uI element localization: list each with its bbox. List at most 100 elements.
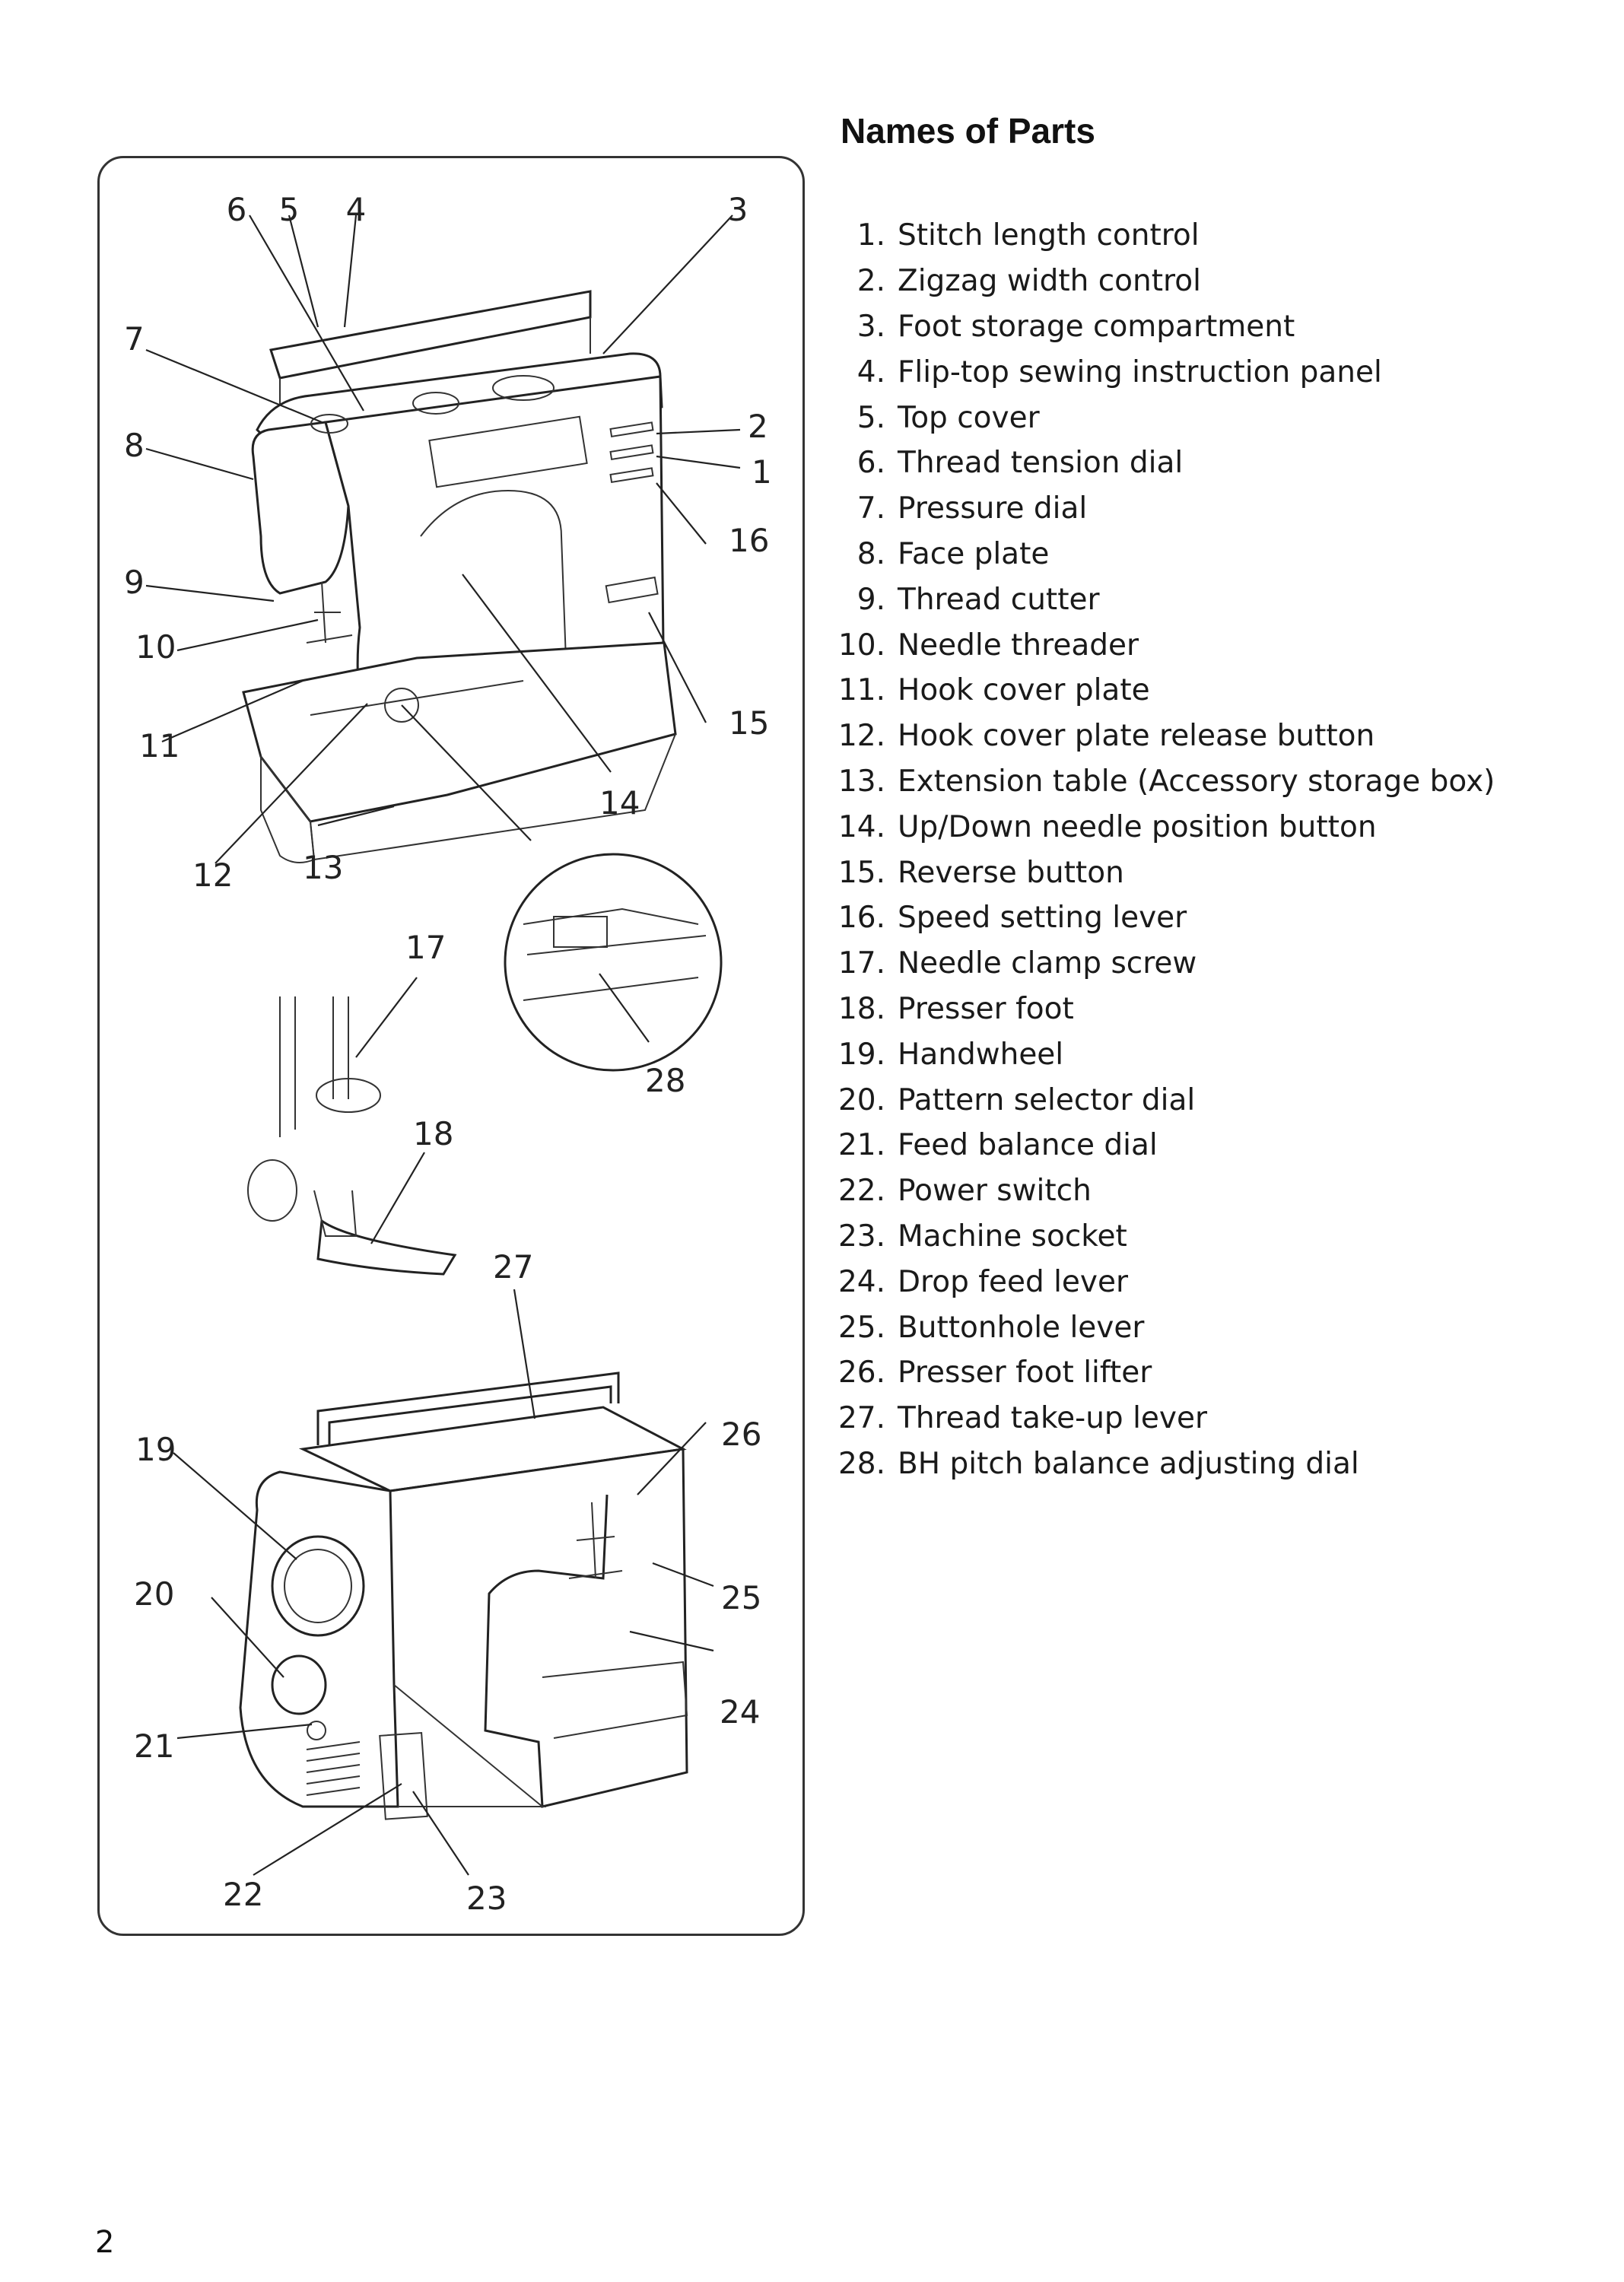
page-title: Names of Parts: [841, 111, 1095, 151]
list-item: 2. Zigzag width control: [835, 259, 1495, 304]
side-view-machine: [239, 1371, 688, 1820]
part-label: Thread cutter: [898, 582, 1100, 617]
list-item: 6.Thread tension dial: [835, 440, 1495, 486]
part-number: 24.: [837, 1264, 885, 1299]
list-item: 10.Needle threader: [835, 622, 1495, 668]
part-number: 11.: [837, 673, 885, 708]
illustration-frame: [97, 156, 805, 1936]
part-number: 17.: [837, 946, 885, 981]
part-label: Drop feed lever: [898, 1264, 1129, 1299]
callout-26: 26: [721, 1416, 761, 1453]
part-label: BH pitch balance adjusting dial: [898, 1446, 1359, 1481]
callout-11: 11: [139, 727, 180, 764]
callout-23: 23: [466, 1880, 507, 1917]
list-item: 24. Drop feed lever: [835, 1259, 1495, 1305]
callout-numbers: 4 5 6 3 7 8 9 10 11 12 13 14 15 16 2 1 1…: [124, 191, 772, 1917]
callout-17: 17: [405, 929, 446, 966]
leader-lines: [145, 215, 741, 1876]
part-label: Top cover: [898, 400, 1040, 435]
callout-15: 15: [729, 704, 769, 742]
callout-2: 2: [748, 408, 768, 445]
part-label: Hook cover plate: [898, 673, 1150, 708]
part-label: Hook cover plate release button: [898, 719, 1375, 754]
part-number: 22.: [837, 1174, 885, 1209]
part-number: 7.: [856, 491, 885, 526]
callout-8: 8: [124, 427, 145, 464]
part-label: Extension table (Accessory storage box): [898, 764, 1495, 799]
part-label: Zigzag width control: [898, 264, 1201, 299]
front-view-machine: [242, 290, 677, 863]
part-number: 15.: [837, 855, 885, 890]
part-label: Needle clamp screw: [898, 946, 1197, 981]
sewing-machine-illustration: 4 5 6 3 7 8 9 10 11 12 13 14 15 16 2 1 1…: [124, 191, 772, 1917]
part-label: Speed setting lever: [898, 901, 1187, 936]
list-item: 13. Extension table (Accessory storage bo…: [835, 759, 1495, 805]
part-number: 16.: [837, 901, 885, 936]
callout-5: 5: [279, 191, 300, 228]
part-number: 8.: [856, 536, 885, 571]
part-label: Stitch length control: [898, 218, 1200, 253]
list-item: 17. Needle clamp screw: [835, 941, 1495, 987]
callout-7: 7: [124, 320, 145, 358]
part-number: 27.: [837, 1401, 885, 1436]
callout-3: 3: [728, 191, 748, 228]
part-label: Thread take-up lever: [898, 1401, 1208, 1436]
list-item: 7. Pressure dial: [835, 486, 1495, 532]
part-label: Foot storage compartment: [898, 309, 1295, 344]
part-label: Feed balance dial: [898, 1128, 1158, 1163]
part-number: 6.: [856, 446, 885, 481]
callout-14: 14: [599, 784, 640, 822]
part-label: Face plate: [898, 536, 1050, 571]
part-label: Pressure dial: [898, 491, 1088, 526]
part-number: 13.: [837, 764, 885, 799]
list-item: 16. Speed setting lever: [835, 895, 1495, 941]
part-label: Up/Down needle position button: [898, 809, 1377, 844]
part-number: 23.: [837, 1219, 885, 1254]
callout-4: 4: [346, 191, 367, 228]
part-number: 19.: [837, 1037, 885, 1072]
part-label: Pattern selector dial: [898, 1082, 1196, 1117]
callout-24: 24: [720, 1693, 760, 1731]
part-number: 21.: [837, 1128, 885, 1163]
list-item: 5.Top cover: [835, 395, 1495, 440]
list-item: 25. Buttonhole lever: [835, 1305, 1495, 1350]
callout-13: 13: [303, 849, 343, 886]
callout-12: 12: [192, 857, 233, 894]
callout-16: 16: [729, 522, 769, 559]
part-number: 14.: [837, 809, 885, 844]
callout-19: 19: [135, 1431, 176, 1468]
bh-balance-inset: [504, 853, 723, 1072]
part-label: Reverse button: [898, 855, 1124, 890]
list-item: 9.Thread cutter: [835, 577, 1495, 622]
part-label: Buttonhole lever: [898, 1310, 1145, 1345]
part-number: 2.: [856, 264, 885, 299]
list-item: 4.Flip-top sewing instruction panel: [835, 349, 1495, 395]
list-item: 3.Foot storage compartment: [835, 304, 1495, 350]
callout-10: 10: [135, 628, 176, 666]
list-item: 21. Feed balance dial: [835, 1123, 1495, 1168]
callout-21: 21: [134, 1727, 174, 1765]
list-item: 22.Power switch: [835, 1168, 1495, 1214]
list-item: 1. Stitch length control: [835, 213, 1495, 259]
part-number: 4.: [856, 354, 885, 389]
list-item: 26.Presser foot lifter: [835, 1350, 1495, 1396]
list-item: 15. Reverse button: [835, 850, 1495, 895]
part-label: Needle threader: [898, 628, 1139, 663]
part-label: Machine socket: [898, 1219, 1127, 1254]
part-number: 26.: [837, 1356, 885, 1390]
callout-22: 22: [223, 1876, 263, 1913]
callout-20: 20: [134, 1575, 174, 1613]
callout-9: 9: [124, 564, 145, 601]
list-item: 18.Presser foot: [835, 987, 1495, 1032]
part-number: 1.: [856, 218, 885, 253]
part-label: Handwheel: [898, 1037, 1064, 1072]
list-item: 19. Handwheel: [835, 1031, 1495, 1077]
part-number: 25.: [837, 1310, 885, 1345]
list-item: 20.Pattern selector dial: [835, 1077, 1495, 1123]
list-item: 23. Machine socket: [835, 1214, 1495, 1260]
list-item: 14. Up/Down needle position button: [835, 804, 1495, 850]
part-label: Presser foot: [898, 991, 1074, 1026]
page-number: 2: [95, 2225, 115, 2260]
callout-28: 28: [645, 1062, 685, 1099]
callout-6: 6: [227, 191, 247, 228]
